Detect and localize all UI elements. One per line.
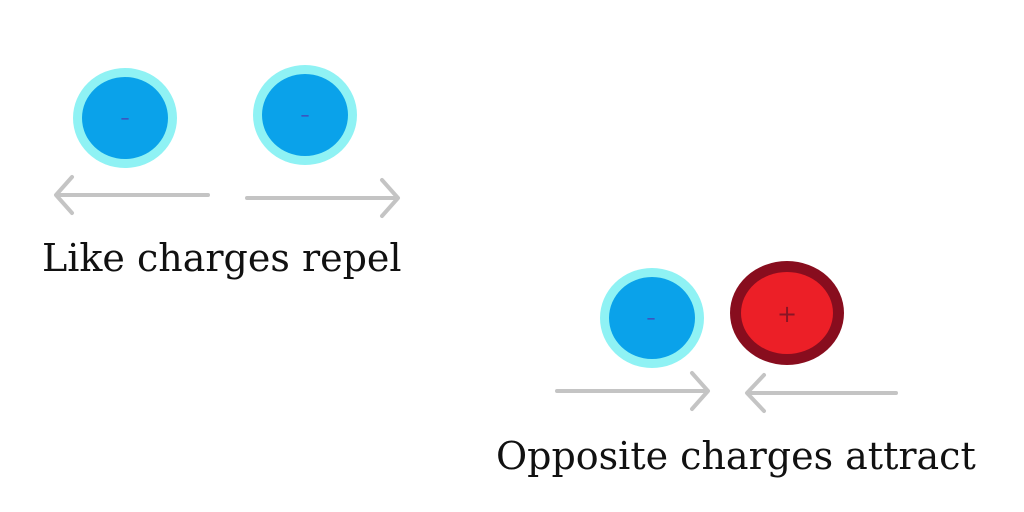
arrow-right-icon <box>555 371 710 411</box>
minus-sign: – <box>301 105 310 126</box>
charge-core <box>262 74 348 156</box>
arrow-left-icon <box>745 373 898 413</box>
attract-panel: – + <box>555 261 898 413</box>
minus-sign: – <box>647 308 656 329</box>
charge-core <box>609 277 695 359</box>
attract-caption: Opposite charges attract <box>496 434 976 478</box>
attract-positive-charge: + <box>730 261 844 365</box>
arrow-right-icon <box>245 178 400 218</box>
repel-panel: – – <box>54 65 400 218</box>
repel-right-negative-charge: – <box>253 65 357 165</box>
minus-sign: – <box>121 108 130 129</box>
charge-core <box>82 77 168 159</box>
attract-negative-charge: – <box>600 268 704 368</box>
arrow-left-icon <box>54 175 210 215</box>
plus-sign: + <box>777 300 797 328</box>
repel-caption: Like charges repel <box>42 236 402 280</box>
charge-core <box>741 272 833 354</box>
repel-left-negative-charge: – <box>73 68 177 168</box>
